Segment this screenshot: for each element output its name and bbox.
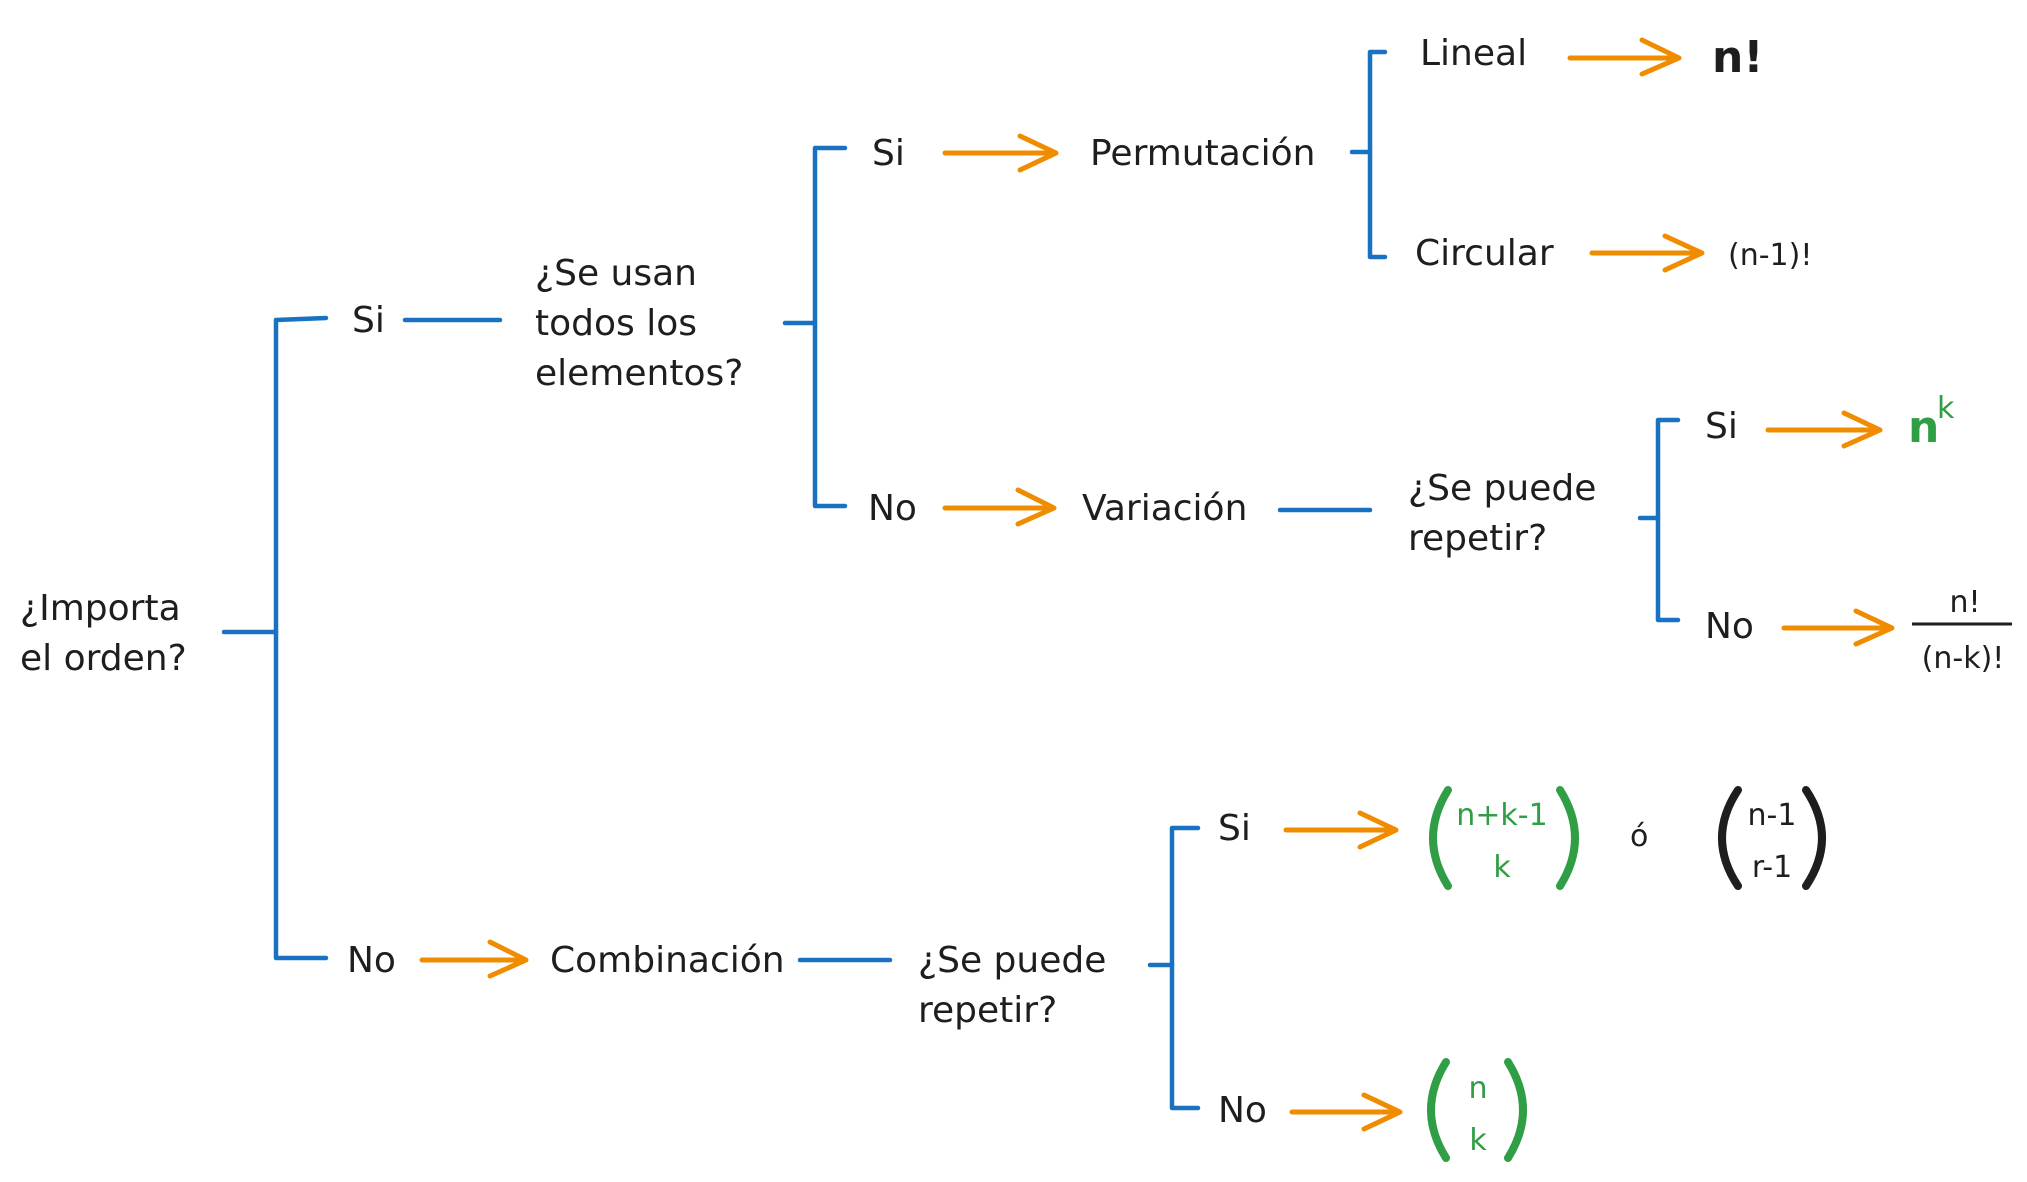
- permutation-bracket: [1367, 49, 1388, 260]
- permutation-yes-label: Si: [872, 133, 905, 174]
- alt-binomial-left-paren: [1718, 786, 1742, 890]
- simple-binomial-left-paren: [1427, 1058, 1450, 1162]
- combination-repetition-alt-binomial: n-1 r-1: [1718, 786, 1826, 890]
- all-elements-question-line3: elementos?: [535, 353, 743, 394]
- root-question-line2: el orden?: [20, 638, 187, 679]
- arrow-combination-no-to-result: [1289, 1092, 1403, 1132]
- variation-fraction-result: n! (n-k)!: [1912, 585, 2012, 676]
- lineal-label: Lineal: [1420, 33, 1527, 74]
- lower-no-label: No: [347, 940, 396, 981]
- binomial-right-paren: [1556, 786, 1579, 890]
- variation-repeat-bracket: [1655, 417, 1681, 623]
- combination-repeat-bracket: [1169, 825, 1201, 1111]
- all-elements-question-line2: todos los: [535, 303, 697, 344]
- combination-repeat-question-line1: ¿Se puede: [918, 940, 1106, 981]
- arrow-si-to-permutation: [942, 133, 1059, 173]
- circular-result: (n-1)!: [1728, 238, 1812, 273]
- variation-repetition-result: n k: [1908, 391, 1955, 453]
- variation-repeat-no-label: No: [1705, 606, 1754, 647]
- arrow-no-to-combination: [419, 939, 529, 979]
- question-bracket: [812, 145, 848, 509]
- binomial-bottom: k: [1493, 850, 1511, 885]
- upper-yes-label: Si: [352, 300, 385, 341]
- combination-repeat-no-label: No: [1218, 1090, 1267, 1131]
- variation-title: Variación: [1082, 488, 1247, 529]
- root-bracket: [273, 315, 329, 961]
- alt-binomial-top: n-1: [1748, 798, 1797, 833]
- connectors: [221, 49, 1681, 1111]
- power-base: n: [1908, 402, 1939, 453]
- arrow-circular-to-result: [1589, 233, 1705, 273]
- lineal-result: n!: [1712, 32, 1763, 83]
- arrow-variation-no-to-result: [1781, 608, 1895, 647]
- binomial-top: n+k-1: [1456, 798, 1547, 833]
- variation-no-label: No: [868, 488, 917, 529]
- alt-binomial-right-paren: [1802, 786, 1826, 890]
- simple-binomial-right-paren: [1504, 1058, 1527, 1162]
- arrow-no-to-variation: [942, 487, 1057, 527]
- fraction-numerator: n!: [1949, 585, 1980, 620]
- permutation-title: Permutación: [1090, 133, 1315, 174]
- or-separator: ó: [1630, 819, 1648, 854]
- circular-label: Circular: [1415, 233, 1554, 274]
- arrow-combination-si-to-result: [1283, 810, 1399, 850]
- variation-repeat-question-line1: ¿Se puede: [1408, 468, 1596, 509]
- arrows: [419, 37, 1895, 1132]
- variation-repeat-yes-label: Si: [1705, 406, 1738, 447]
- power-exponent: k: [1937, 391, 1955, 426]
- combination-binomial: n k: [1427, 1058, 1527, 1162]
- combination-repeat-question: ¿Se puede repetir?: [918, 940, 1106, 1031]
- variation-repeat-question: ¿Se puede repetir?: [1408, 468, 1596, 559]
- simple-binomial-bottom: k: [1469, 1123, 1487, 1158]
- combination-repetition-binomial: n+k-1 k: [1429, 786, 1579, 890]
- root-question-line1: ¿Importa: [20, 588, 181, 629]
- simple-binomial-top: n: [1468, 1071, 1487, 1106]
- combination-title: Combinación: [550, 940, 785, 981]
- combination-repeat-yes-label: Si: [1218, 808, 1251, 849]
- combination-repeat-question-line2: repetir?: [918, 990, 1057, 1031]
- arrow-lineal-to-result: [1567, 37, 1682, 77]
- binomial-left-paren: [1429, 786, 1452, 890]
- all-elements-question: ¿Se usan todos los elementos?: [535, 253, 743, 394]
- all-elements-question-line1: ¿Se usan: [535, 253, 697, 294]
- root-question: ¿Importa el orden?: [20, 588, 187, 679]
- alt-binomial-bottom: r-1: [1752, 850, 1792, 885]
- variation-repeat-question-line2: repetir?: [1408, 518, 1547, 559]
- arrow-variation-si-to-result: [1765, 410, 1883, 449]
- fraction-denominator: (n-k)!: [1922, 641, 2005, 676]
